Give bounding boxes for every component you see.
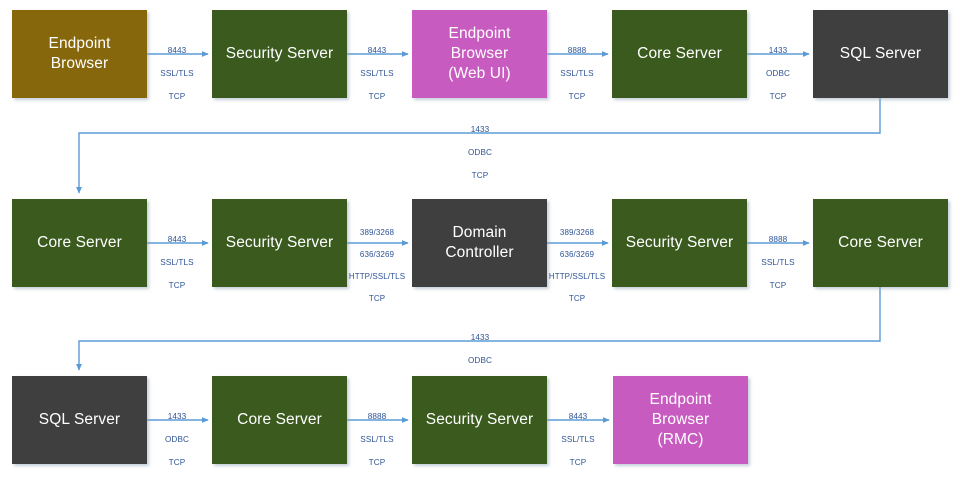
node-endpoint-browser[interactable]: Endpoint Browser xyxy=(12,10,147,98)
edge-port: 8443 xyxy=(568,411,588,421)
edge-transport: TCP xyxy=(568,294,586,303)
edge-label-r3-e3: 8443 SSL/TLS TCP xyxy=(549,399,607,468)
edge-protocol: SSL/TLS xyxy=(360,434,394,444)
node-domain-controller[interactable]: Domain Controller xyxy=(412,199,547,287)
row-connector-1-label: 1433 ODBC TCP xyxy=(450,112,510,181)
edge-port: 389/3268 xyxy=(559,228,595,237)
node-label: Endpoint Browser (RMC) xyxy=(649,390,712,449)
edge-port: 1433 xyxy=(768,45,788,55)
edge-port: 1433 xyxy=(167,411,187,421)
edge-transport: TCP xyxy=(769,91,787,101)
edge-label-r2-e2: 389/3268 636/3269 HTTP/SSL/TLS TCP xyxy=(346,216,408,304)
edge-protocol: ODBC xyxy=(467,355,493,365)
edge-label-r1-e2: 8443 SSL/TLS TCP xyxy=(348,33,406,102)
node-label: Core Server xyxy=(37,233,122,251)
edge-port: 8443 xyxy=(167,234,187,244)
node-security-server[interactable]: Security Server xyxy=(212,10,347,98)
node-core-server[interactable]: Core Server xyxy=(212,376,347,464)
edge-label-r3-e1: 1433 ODBC TCP xyxy=(148,399,206,468)
row-connector-2 xyxy=(76,287,881,371)
edge-port: 389/3268 xyxy=(359,228,395,237)
edge-port: 1433 xyxy=(470,332,490,342)
edge-label-r1-e1: 8443 SSL/TLS TCP xyxy=(148,33,206,102)
edge-port: 8888 xyxy=(567,45,587,55)
node-label: Security Server xyxy=(225,233,334,251)
node-security-server[interactable]: Security Server xyxy=(212,199,347,287)
edge-protocol: SSL/TLS xyxy=(160,257,194,267)
node-endpoint-browser-webui[interactable]: Endpoint Browser (Web UI) xyxy=(412,10,547,98)
node-label: Endpoint Browser (Web UI) xyxy=(448,24,511,83)
edge-transport: TCP xyxy=(471,170,489,180)
node-label: SQL Server xyxy=(38,410,121,428)
node-label: Endpoint Browser xyxy=(48,34,111,72)
edge-transport: TCP xyxy=(368,457,386,467)
node-endpoint-browser-rmc[interactable]: Endpoint Browser (RMC) xyxy=(613,376,748,464)
edge-transport: TCP xyxy=(368,91,386,101)
edge-transport: TCP xyxy=(769,280,787,290)
edge-label-r2-e3: 389/3268 636/3269 HTTP/SSL/TLS TCP xyxy=(546,216,608,304)
node-label: Security Server xyxy=(625,233,734,251)
edge-transport: TCP xyxy=(168,457,186,467)
row-connector-1 xyxy=(76,98,881,194)
edge-protocol: HTTP/SSL/TLS xyxy=(548,272,606,281)
edge-label-r2-e1: 8443 SSL/TLS TCP xyxy=(148,222,206,291)
node-label: SQL Server xyxy=(839,44,922,62)
edge-protocol: SSL/TLS xyxy=(560,68,594,78)
edge-protocol: ODBC xyxy=(467,147,493,157)
node-core-server[interactable]: Core Server xyxy=(813,199,948,287)
edge-label-r1-e3: 8888 SSL/TLS TCP xyxy=(548,33,606,102)
edge-transport: TCP xyxy=(168,280,186,290)
node-label: Domain Controller xyxy=(445,223,514,261)
node-security-server[interactable]: Security Server xyxy=(612,199,747,287)
edge-port-secondary: 636/3269 xyxy=(559,250,595,259)
edge-protocol: SSL/TLS xyxy=(360,68,394,78)
node-label: Core Server xyxy=(237,410,322,428)
node-core-server[interactable]: Core Server xyxy=(612,10,747,98)
edge-protocol: ODBC xyxy=(164,434,190,444)
edge-protocol: ODBC xyxy=(765,68,791,78)
node-label: Security Server xyxy=(225,44,334,62)
node-label: Security Server xyxy=(425,410,534,428)
edge-port: 8443 xyxy=(167,45,187,55)
node-sql-server[interactable]: SQL Server xyxy=(813,10,948,98)
edge-transport: TCP xyxy=(368,294,386,303)
edge-protocol: SSL/TLS xyxy=(761,257,795,267)
node-label: Core Server xyxy=(838,233,923,251)
edge-protocol: HTTP/SSL/TLS xyxy=(348,272,406,281)
node-security-server[interactable]: Security Server xyxy=(412,376,547,464)
edge-label-r2-e4: 8888 SSL/TLS TCP xyxy=(749,222,807,291)
node-label: Core Server xyxy=(637,44,722,62)
edge-port: 8443 xyxy=(367,45,387,55)
edge-transport: TCP xyxy=(569,457,587,467)
edge-transport: TCP xyxy=(168,91,186,101)
edge-port-secondary: 636/3269 xyxy=(359,250,395,259)
edge-port: 1433 xyxy=(470,124,490,134)
edge-port: 8888 xyxy=(768,234,788,244)
node-sql-server[interactable]: SQL Server xyxy=(12,376,147,464)
node-core-server[interactable]: Core Server xyxy=(12,199,147,287)
edge-protocol: SSL/TLS xyxy=(160,68,194,78)
edge-label-r3-e2: 8888 SSL/TLS TCP xyxy=(348,399,406,468)
edge-port: 8888 xyxy=(367,411,387,421)
edge-transport: TCP xyxy=(568,91,586,101)
edge-protocol: SSL/TLS xyxy=(561,434,595,444)
edge-label-r1-e4: 1433 ODBC TCP xyxy=(749,33,807,102)
